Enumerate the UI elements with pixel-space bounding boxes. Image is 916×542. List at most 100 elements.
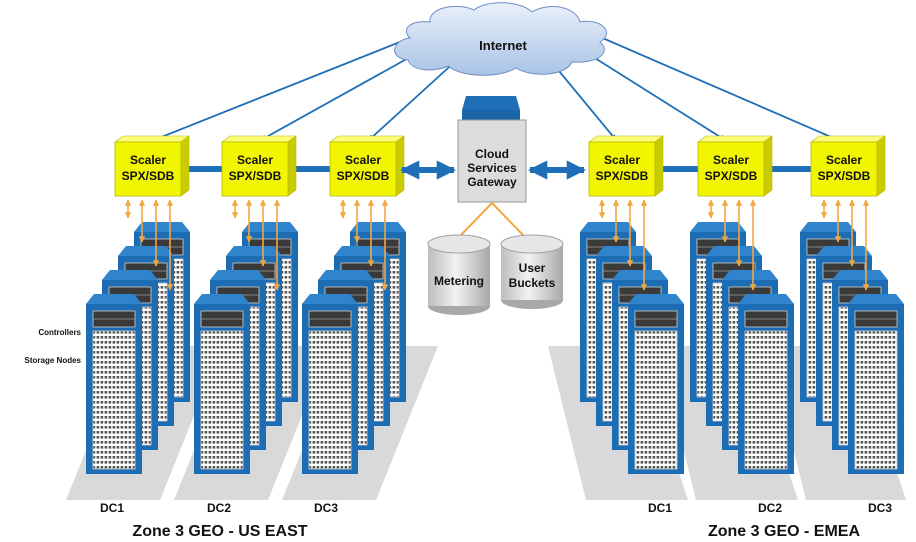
- scaler-label-line2: SPX/SDB: [229, 169, 282, 183]
- rack-top: [690, 222, 746, 232]
- rack-group-5: [690, 222, 794, 474]
- scaler-top: [697, 135, 773, 143]
- rack-top: [302, 294, 358, 304]
- rack-top: [832, 270, 888, 280]
- zone1-dc2-label: DC2: [207, 501, 231, 515]
- internet-cloud: Internet: [394, 2, 607, 76]
- scalers: ScalerSPX/SDBScalerSPX/SDBScalerSPX/SDBS…: [114, 135, 886, 197]
- rack-storage-nodes: [744, 330, 788, 470]
- scaler-side: [287, 135, 297, 197]
- gateway-buckets-link: [491, 202, 525, 237]
- zone1-dc3-label: DC3: [314, 501, 338, 515]
- buckets-label-line1: User: [519, 261, 546, 275]
- rack-group-2: [194, 222, 298, 474]
- gateway-label-line2: Services: [467, 161, 517, 175]
- rack: [848, 294, 904, 474]
- zone1-title: Zone 3 GEO - US EAST: [132, 523, 307, 540]
- rack-top: [612, 270, 668, 280]
- storage-nodes-legend: Storage Nodes: [25, 356, 82, 365]
- rack: [302, 294, 358, 474]
- rack-group-1: [86, 222, 190, 474]
- scaler-side: [763, 135, 773, 197]
- rack-storage-nodes: [200, 330, 244, 470]
- internet-label: Internet: [479, 38, 527, 53]
- rack-top: [816, 246, 872, 256]
- zone2-dc3-label: DC3: [868, 501, 892, 515]
- scaler-face: [588, 141, 656, 197]
- rack-top: [596, 246, 652, 256]
- scaler-label-line2: SPX/SDB: [122, 169, 175, 183]
- scaler-top: [588, 135, 664, 143]
- scaler-label-line2: SPX/SDB: [596, 169, 649, 183]
- gateway-metering-link: [459, 202, 493, 237]
- rack-groups: [86, 222, 904, 474]
- rack-top: [134, 222, 190, 232]
- scaler-side: [395, 135, 405, 197]
- rack-top: [738, 294, 794, 304]
- scaler-top: [329, 135, 405, 143]
- scaler-connectors: [187, 166, 811, 172]
- rack-top: [722, 270, 778, 280]
- scaler-face: [810, 141, 878, 197]
- scaler-label-line2: SPX/SDB: [818, 169, 871, 183]
- scaler-connector-3: [661, 166, 698, 172]
- rack-top: [800, 222, 856, 232]
- rack: [628, 294, 684, 474]
- rack-group-3: [302, 222, 406, 474]
- zone1-dc1-label: DC1: [100, 501, 124, 515]
- rack-top: [102, 270, 158, 280]
- rack-top: [628, 294, 684, 304]
- scaler-face: [697, 141, 765, 197]
- rack-top: [118, 246, 174, 256]
- rack-storage-nodes: [308, 330, 352, 470]
- rack-storage-nodes: [92, 330, 136, 470]
- buckets-label-line2: Buckets: [509, 276, 556, 290]
- controller-links: [124, 199, 870, 291]
- rack-top: [242, 222, 298, 232]
- rack-top: [580, 222, 636, 232]
- gateway-label-line3: Gateway: [467, 175, 517, 189]
- scaler-label-line1: Scaler: [604, 153, 640, 167]
- rack-top: [334, 246, 390, 256]
- rack-top: [210, 270, 266, 280]
- rack-top: [848, 294, 904, 304]
- scaler-label-line1: Scaler: [237, 153, 273, 167]
- zone2-dc1-label: DC1: [648, 501, 672, 515]
- scaler-connector-1: [187, 166, 222, 172]
- scaler-connector-2: [294, 166, 330, 172]
- rack-top: [86, 294, 142, 304]
- scaler-label-line1: Scaler: [826, 153, 862, 167]
- zone2-dc2-label: DC2: [758, 501, 782, 515]
- rack-storage-nodes: [854, 330, 898, 470]
- scaler-side: [654, 135, 664, 197]
- metering-db: Metering: [427, 234, 491, 315]
- rack: [738, 294, 794, 474]
- rack: [194, 294, 250, 474]
- rack-top: [706, 246, 762, 256]
- rack-top: [350, 222, 406, 232]
- scaler-side: [180, 135, 190, 197]
- controllers-legend: Controllers: [38, 328, 81, 337]
- rack-top: [194, 294, 250, 304]
- scaler-connector-4: [770, 166, 811, 172]
- internet-link-1: [153, 29, 431, 141]
- scaler-side: [876, 135, 886, 197]
- scaler-label-line2: SPX/SDB: [337, 169, 390, 183]
- cloud-services-gateway: Cloud Services Gateway: [457, 96, 527, 203]
- scaler-top: [114, 135, 190, 143]
- scaler-label-line1: Scaler: [713, 153, 749, 167]
- scaler-face: [114, 141, 182, 197]
- scaler-top: [221, 135, 297, 143]
- scaler-label-line1: Scaler: [345, 153, 381, 167]
- gateway-label-line1: Cloud: [475, 147, 509, 161]
- scaler-face: [221, 141, 289, 197]
- zone2-title: Zone 3 GEO - EMEA: [708, 523, 860, 540]
- metering-label: Metering: [434, 274, 484, 288]
